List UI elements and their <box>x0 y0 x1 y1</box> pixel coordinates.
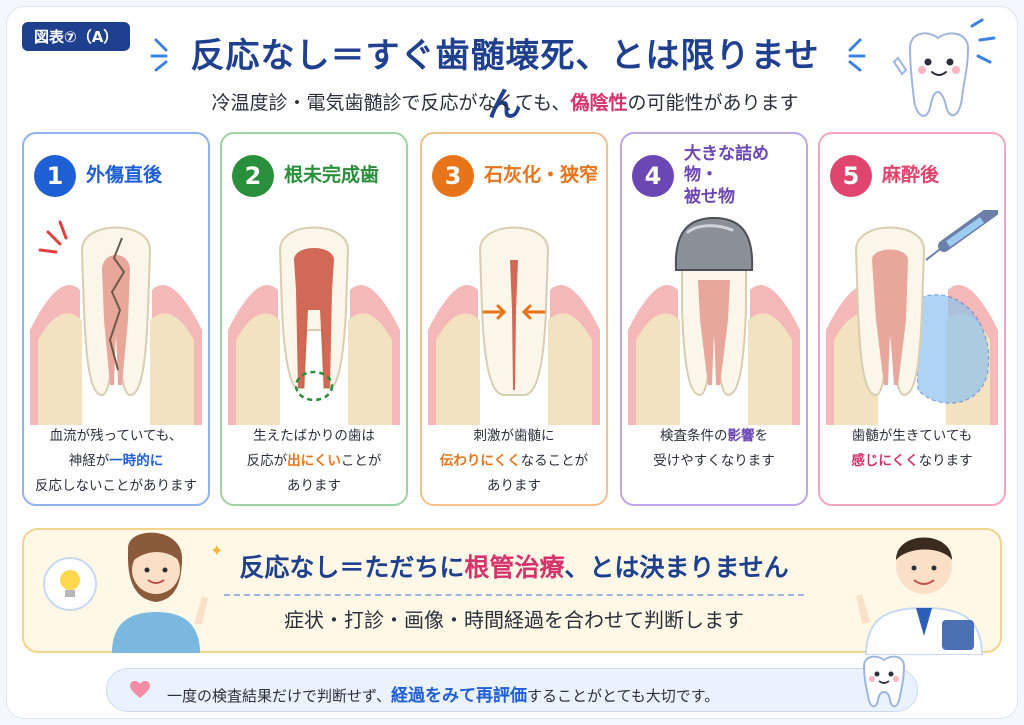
card-description: 刺激が歯髄に 伝わりにくくなることが あります <box>439 428 589 494</box>
summary-box: 反応なし＝ただちに根管治療、とは決まりません 症状・打診・画像・時間経過を合わせ… <box>22 528 1002 655</box>
page-subtitle: 冷温度診・電気歯髄診で反応がなくても、偽陰性の可能性があります <box>180 88 830 115</box>
card-calcification: 3 石灰化・狭窄 刺激が歯髄に 伝わりにくくなることが あります <box>420 132 608 506</box>
card-restoration: 4 大きな詰め物・ 被せ物 検査条件の影響を 受けやすくなります <box>620 132 808 506</box>
card-description: 歯髄が生きていても 感じにくくなります <box>851 428 973 469</box>
subtitle-text-end: の可能性があります <box>627 92 799 114</box>
nurse-illustration: ✦ <box>43 532 222 653</box>
card-header: 5 麻酔後 <box>830 146 996 206</box>
card-title: 麻酔後 <box>882 164 940 187</box>
card-number: 2 <box>232 155 274 197</box>
tooth-mascot-small-icon <box>862 655 906 708</box>
tooth-crown-illustration <box>628 216 800 425</box>
card-header: 2 根未完成歯 <box>232 146 398 206</box>
doctor-illustration <box>856 537 984 655</box>
card-number: 4 <box>632 155 674 197</box>
card-number: 5 <box>830 155 872 197</box>
accent-left-icon <box>150 38 168 72</box>
footer-note: 一度の検査結果だけで判断せず、経過をみて再評価することがとても大切です。 <box>106 668 918 712</box>
tooth-calcified-illustration <box>428 226 600 425</box>
summary-divider <box>224 594 804 596</box>
card-number: 3 <box>432 155 474 197</box>
card-immature-root: 2 根未完成歯 生えたばかりの歯は 反応が出にくいことが あります <box>220 132 408 506</box>
tooth-anesthesia-illustration <box>826 210 998 425</box>
tooth-mascot-icon <box>892 18 996 117</box>
card-header: 1 外傷直後 <box>34 146 200 206</box>
card-header: 4 大きな詰め物・ 被せ物 <box>632 144 798 207</box>
card-title: 根未完成歯 <box>284 164 380 187</box>
card-anesthesia: 5 麻酔後 歯髄が生きていても 感じにくくなります <box>818 132 1006 506</box>
page-title: 反応なし＝すぐ歯髄壊死、とは限りません <box>180 28 830 126</box>
card-description: 血流が残っていても、 神経が一時的に 反応しないことがあります <box>35 428 197 494</box>
card-title: 外傷直後 <box>86 164 163 187</box>
figure-badge: 図表⑦（A） <box>22 22 131 51</box>
tooth-trauma-illustration <box>30 220 202 425</box>
heart-icon <box>130 681 150 698</box>
narrowing-arrows-icon <box>482 304 546 320</box>
card-description: 検査条件の影響を 受けやすくなります <box>653 428 775 469</box>
summary-subtitle: 症状・打診・画像・時間経過を合わせて判断します <box>284 608 744 632</box>
page-title-text: 反応なし＝すぐ歯髄壊死、とは限りません <box>190 36 820 125</box>
card-title: 石灰化・狭窄 <box>484 164 599 187</box>
footer-text: 一度の検査結果だけで判断せず、経過をみて再評価することがとても大切です。 <box>167 686 720 706</box>
card-header: 3 石灰化・狭窄 <box>432 146 598 206</box>
subtitle-emphasis: 偽陰性 <box>570 92 628 114</box>
card-description: 生えたばかりの歯は 反応が出にくいことが あります <box>246 428 382 494</box>
accent-right-icon <box>848 38 866 72</box>
card-trauma: 1 外傷直後 血流が残っていても、 神経が一時的に 反応しないことがあります <box>22 132 210 506</box>
card-number: 1 <box>34 155 76 197</box>
sparkle-icon: ✦ <box>210 541 222 560</box>
syringe-icon <box>925 210 998 261</box>
subtitle-text: 冷温度診・電気歯髄診で反応がなくても、 <box>211 92 571 114</box>
tooth-immature-illustration <box>228 226 400 425</box>
summary-title: 反応なし＝ただちに根管治療、とは決まりません <box>239 553 789 582</box>
lightbulb-icon <box>60 570 80 597</box>
card-title: 大きな詰め物・ 被せ物 <box>684 144 769 207</box>
crack-icon <box>38 220 68 254</box>
